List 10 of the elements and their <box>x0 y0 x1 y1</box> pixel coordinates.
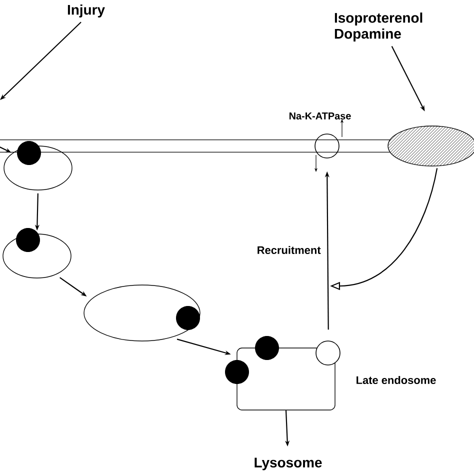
label-text: Late endosome <box>356 376 436 384</box>
pump-circle <box>314 134 340 158</box>
membrane-band <box>0 139 391 153</box>
label-text: Lysosome <box>254 458 322 470</box>
endosome-box <box>236 348 336 410</box>
label-text: Isoproterenol Dopamine <box>334 12 422 42</box>
edge-label: Recruitment <box>258 246 321 254</box>
label-text: Na-K-ATPase <box>290 112 351 120</box>
vesicle-ellipse <box>84 284 200 342</box>
label-text: Injury <box>68 4 105 18</box>
